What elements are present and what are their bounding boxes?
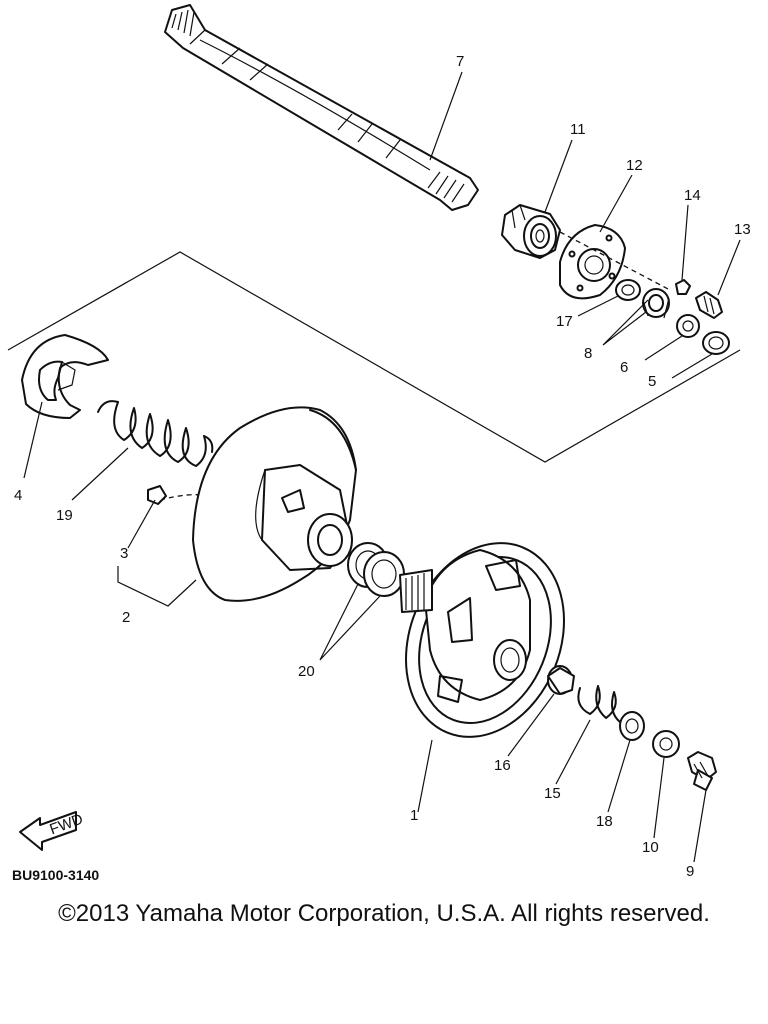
part-pin bbox=[147, 485, 167, 505]
part-spring bbox=[97, 400, 214, 467]
part-sliding-sheave bbox=[192, 406, 357, 602]
diagram-code: BU9100-3140 bbox=[12, 867, 99, 883]
callout-4: 4 bbox=[14, 487, 22, 504]
part-cam-weight bbox=[21, 334, 109, 419]
leader-lines bbox=[23, 71, 741, 863]
callout-10: 10 bbox=[642, 839, 659, 856]
callout-labels: 1 2 3 4 5 6 7 8 9 10 11 12 13 14 15 16 1… bbox=[14, 53, 751, 880]
callout-3: 3 bbox=[120, 545, 128, 562]
callout-18: 18 bbox=[596, 813, 613, 830]
callout-1: 1 bbox=[410, 807, 418, 824]
callout-19: 19 bbox=[56, 507, 73, 524]
part-shaft bbox=[164, 4, 479, 211]
callout-15: 15 bbox=[544, 785, 561, 802]
copyright-notice: ©2013 Yamaha Motor Corporation, U.S.A. A… bbox=[58, 900, 710, 927]
callout-5: 5 bbox=[648, 373, 656, 390]
callout-2: 2 bbox=[122, 609, 130, 626]
callout-14: 14 bbox=[684, 187, 701, 204]
callout-13: 13 bbox=[734, 221, 751, 238]
part-fixed-sheave bbox=[399, 542, 565, 738]
callout-8: 8 bbox=[584, 345, 592, 362]
part-collar-spring-washers bbox=[547, 665, 717, 791]
assembly-lines bbox=[7, 231, 741, 501]
fwd-arrow-icon: FWD bbox=[19, 811, 85, 851]
part-small-hardware bbox=[615, 279, 730, 355]
part-shims bbox=[347, 542, 405, 597]
callout-7: 7 bbox=[456, 53, 464, 70]
callout-12: 12 bbox=[626, 157, 643, 174]
callout-17: 17 bbox=[556, 313, 573, 330]
part-flange-plate bbox=[559, 224, 626, 300]
callout-9: 9 bbox=[686, 863, 694, 880]
callout-11: 11 bbox=[570, 121, 586, 138]
part-bearing bbox=[501, 204, 561, 259]
callout-6: 6 bbox=[620, 359, 628, 376]
callout-20: 20 bbox=[298, 663, 315, 680]
callout-16: 16 bbox=[494, 757, 511, 774]
